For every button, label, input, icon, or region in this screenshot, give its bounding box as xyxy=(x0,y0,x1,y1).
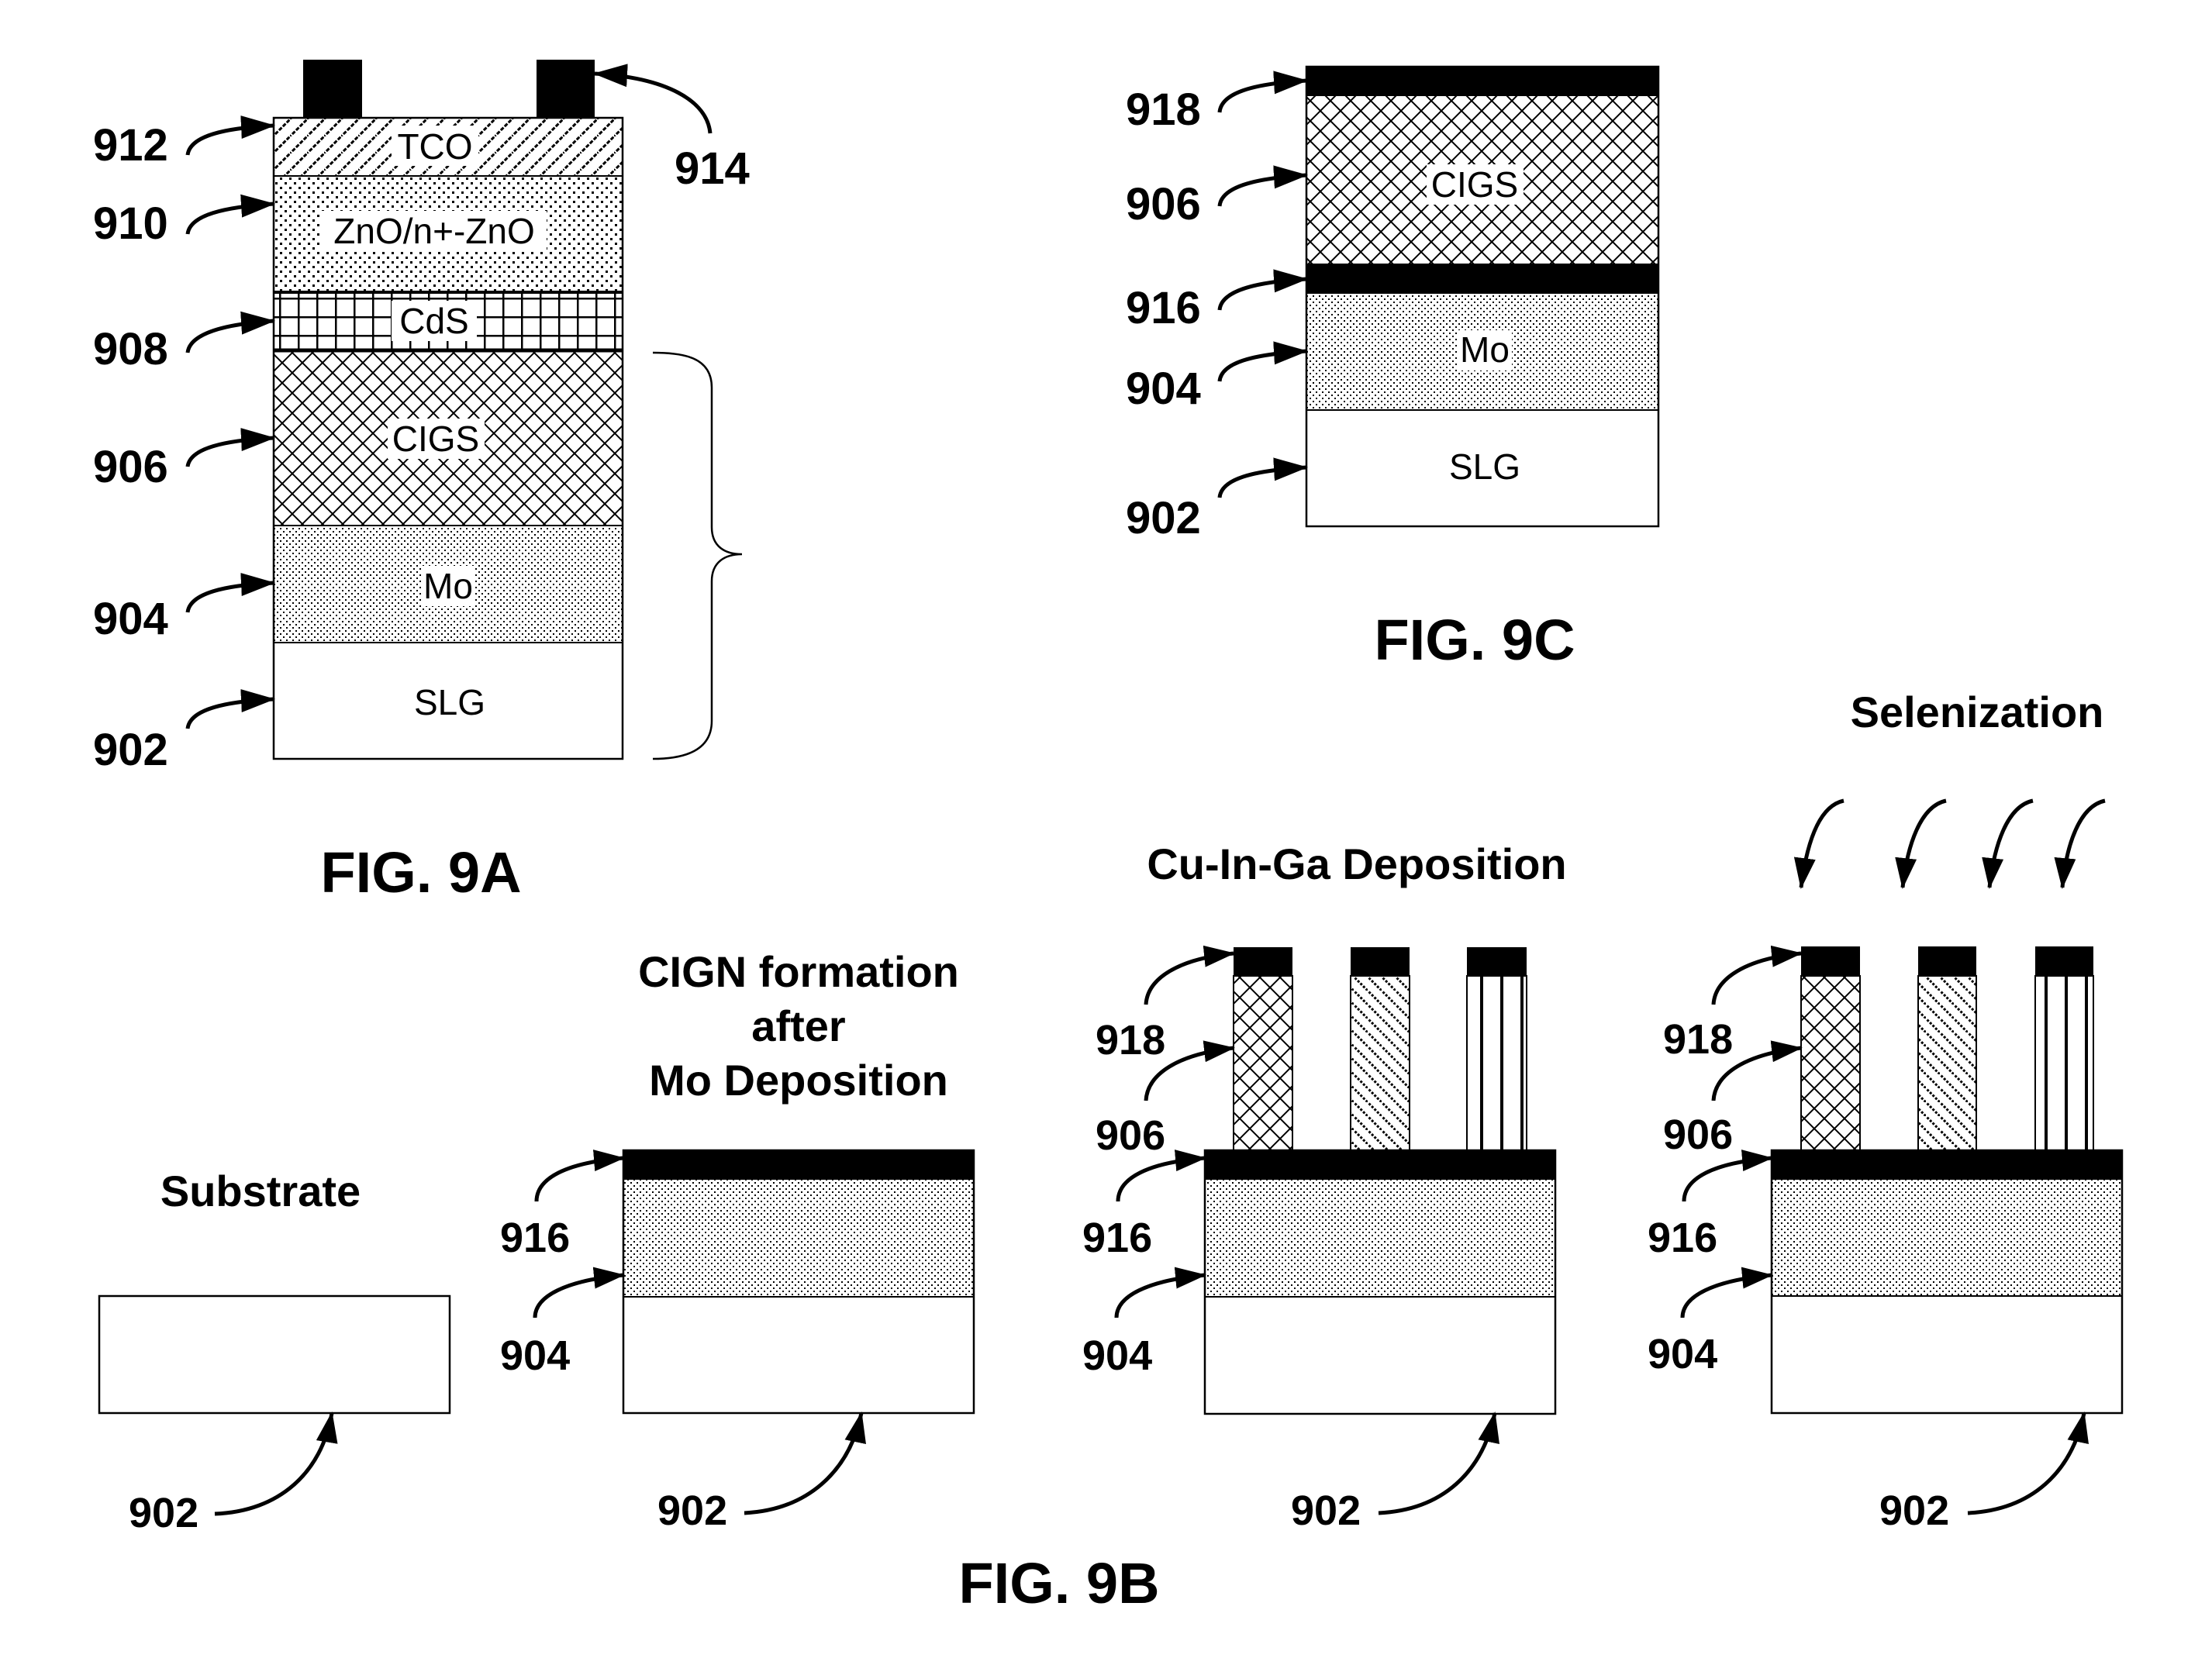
step-title-line-3: Mo Deposition xyxy=(649,1056,948,1105)
pillar-cigs-1 xyxy=(1234,976,1292,1150)
ref-916: 916 xyxy=(500,1215,570,1261)
ref-902: 902 xyxy=(1291,1487,1361,1534)
ref-904: 904 xyxy=(93,594,168,644)
caption-fig-9c: FIG. 9C xyxy=(1374,608,1575,672)
layer-mo xyxy=(623,1180,974,1297)
ref-918: 918 xyxy=(1096,1017,1165,1063)
flux-arrow-3 xyxy=(1989,801,2033,888)
caption-fig-9a: FIG. 9A xyxy=(320,840,521,905)
layer-brace xyxy=(653,353,742,759)
pillar-precursor-2 xyxy=(1351,976,1410,1150)
substrate-902 xyxy=(623,1297,974,1413)
ref-904: 904 xyxy=(500,1332,570,1379)
layer-mo xyxy=(1772,1180,2122,1296)
layer-918 xyxy=(1306,67,1658,96)
flux-arrow-1 xyxy=(1801,801,1844,888)
ref-918: 918 xyxy=(1663,1016,1733,1063)
pillar-cap-3 xyxy=(1467,947,1527,976)
caption-fig-9b: FIG. 9B xyxy=(958,1551,1159,1615)
ref-912: 912 xyxy=(93,120,168,171)
ref-904: 904 xyxy=(1126,364,1201,414)
contact-left xyxy=(303,60,362,118)
layer-label-mo: Mo xyxy=(423,566,473,606)
pillar-cap-1 xyxy=(1234,947,1292,976)
layer-label-cigs: CIGS xyxy=(392,419,479,459)
pillar-cap-3 xyxy=(2035,946,2093,976)
pillar-cap-1 xyxy=(1801,946,1860,976)
ref-902: 902 xyxy=(129,1490,198,1536)
substrate-902 xyxy=(1772,1296,2122,1413)
ref-902: 902 xyxy=(657,1487,727,1534)
layer-label-cigs: CIGS xyxy=(1431,164,1518,205)
fig-9b: Substrate 902 CIGN formation after Mo De… xyxy=(99,688,2122,1615)
pillar-precursor-3 xyxy=(2035,976,2093,1150)
step-title-line-1: CIGN formation xyxy=(638,947,959,996)
selenium-flux-arrows xyxy=(1801,801,2105,888)
pillar-cigs-1 xyxy=(1801,976,1860,1150)
ref-902: 902 xyxy=(1126,493,1201,543)
ref-902: 902 xyxy=(1879,1487,1949,1534)
ref-902: 902 xyxy=(93,725,168,775)
layer-label-mo: Mo xyxy=(1460,329,1510,370)
step-title: Substrate xyxy=(160,1167,361,1215)
pillar-cap-2 xyxy=(1351,947,1410,976)
layer-label-slg: SLG xyxy=(414,682,485,722)
fig-9c: CIGS Mo SLG 918 906 916 904 902 FIG. 9C xyxy=(1126,67,1658,672)
ref-916: 916 xyxy=(1648,1215,1717,1261)
pillar-precursor-3 xyxy=(1467,976,1527,1150)
step-title-line-2: after xyxy=(751,1001,845,1050)
ref-906: 906 xyxy=(1126,179,1201,229)
ref-904: 904 xyxy=(1648,1331,1717,1377)
step-title: Selenization xyxy=(1851,688,2104,736)
ref-918: 918 xyxy=(1126,84,1201,135)
step-cign-formation: CIGN formation after Mo Deposition 916 9… xyxy=(500,947,974,1534)
ref-904: 904 xyxy=(1082,1332,1152,1379)
step-selenization: Selenization 918 906 916 904 xyxy=(1648,688,2122,1534)
step-title: Cu-In-Ga Deposition xyxy=(1147,839,1566,888)
step-substrate: Substrate 902 xyxy=(99,1167,450,1536)
layer-mo xyxy=(1205,1180,1555,1297)
ref-916: 916 xyxy=(1126,283,1201,333)
pillar-cap-2 xyxy=(1918,946,1976,976)
fig-9a: TCO ZnO/n+-ZnO CdS CIGS Mo SLG 912 910 9… xyxy=(93,60,750,905)
layer-label-tco: TCO xyxy=(397,126,472,167)
ref-916: 916 xyxy=(1082,1215,1152,1261)
ref-906: 906 xyxy=(1096,1112,1165,1159)
layer-916 xyxy=(1306,264,1658,294)
layer-916 xyxy=(623,1150,974,1180)
ref-908: 908 xyxy=(93,324,168,374)
pillar-precursor-2 xyxy=(1918,976,1976,1150)
flux-arrow-2 xyxy=(1903,801,1946,888)
ref-910: 910 xyxy=(93,198,168,249)
substrate-902 xyxy=(1205,1297,1555,1414)
contact-right xyxy=(537,60,595,118)
layer-label-slg: SLG xyxy=(1449,446,1520,487)
ref-906: 906 xyxy=(93,442,168,492)
flux-arrow-4 xyxy=(2062,801,2105,888)
layer-916 xyxy=(1205,1150,1555,1180)
step-cu-in-ga-deposition: Cu-In-Ga Deposition 918 906 916 904 902 xyxy=(1082,839,1567,1534)
layer-916 xyxy=(1772,1150,2122,1180)
layer-label-cds: CdS xyxy=(399,301,468,341)
ref-914: 914 xyxy=(675,143,750,194)
layer-label-zno: ZnO/n+-ZnO xyxy=(333,211,534,251)
ref-906: 906 xyxy=(1663,1112,1733,1158)
substrate-902 xyxy=(99,1296,450,1413)
